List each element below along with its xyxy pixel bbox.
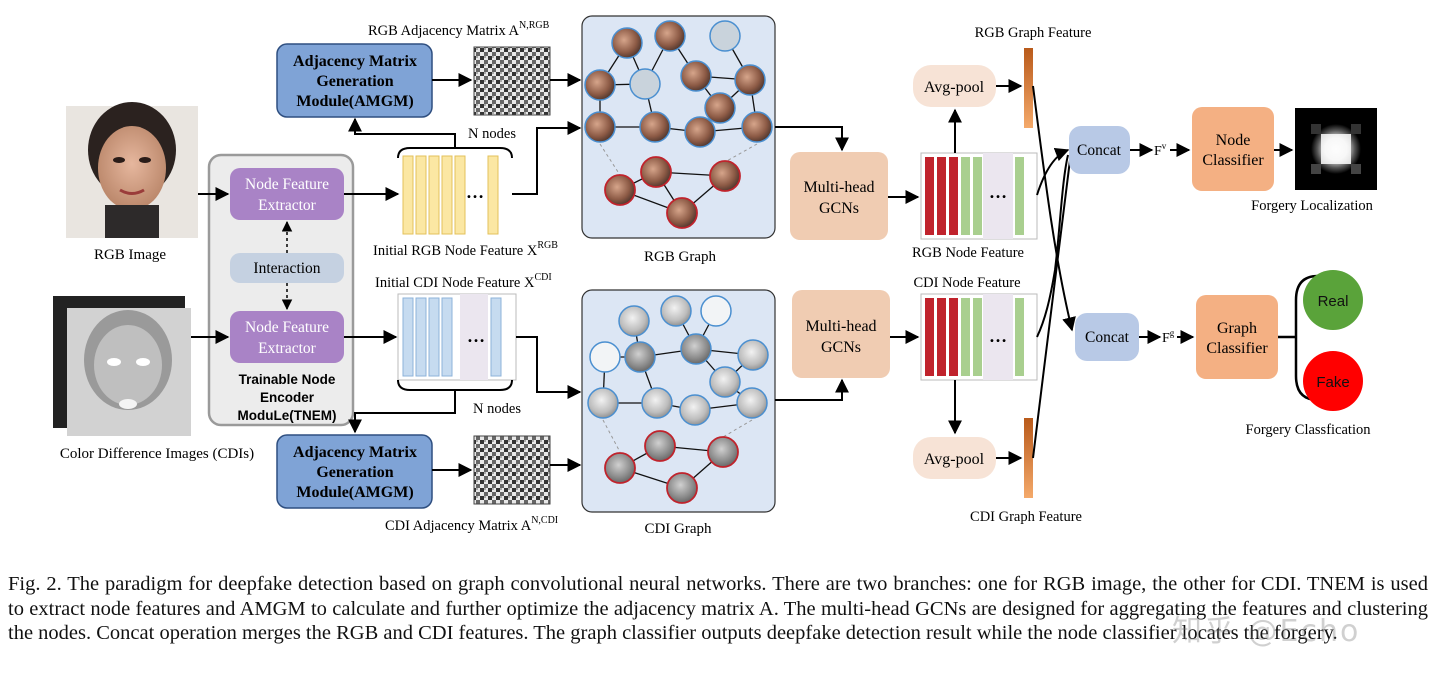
n-nodes-top-label: N nodes xyxy=(468,126,516,142)
node-classifier-line1: Node xyxy=(1216,132,1251,149)
fv-label: Fv xyxy=(1154,141,1167,159)
fg-label: Fg xyxy=(1162,328,1175,346)
cdi-feature-shade xyxy=(460,294,488,380)
cdi-graph-nodes xyxy=(587,295,769,426)
rgb-adjacency-matrix xyxy=(473,46,551,116)
rgb-extractor-line1: Node Feature xyxy=(245,176,329,193)
tnem-label-line2: Encoder xyxy=(260,390,315,405)
cdi-graph-forged-nodes xyxy=(604,430,739,504)
forgery-localization-map xyxy=(1295,108,1377,190)
cdi-adjacency-matrix xyxy=(473,435,551,505)
rgb-face-image xyxy=(66,102,198,238)
cdi-adjacency-label: CDI Adjacency Matrix AN,CDI xyxy=(385,515,558,534)
cdi-graph-feature-bar xyxy=(1024,418,1033,498)
fake-output xyxy=(1303,351,1363,411)
avgpool-bottom xyxy=(913,437,996,479)
cdi-gcn-feature-bars xyxy=(925,298,1024,376)
cdi-graph-label: CDI Graph xyxy=(644,521,712,537)
watermark: 知乎 @Echo xyxy=(1172,614,1361,649)
real-label: Real xyxy=(1318,293,1349,310)
amgm-cdi-line2: Generation xyxy=(316,464,393,481)
rgb-node-feature-bars xyxy=(402,155,499,235)
rgb-extractor-line2: Extractor xyxy=(258,197,317,214)
cdi-graph-feature-label: CDI Graph Feature xyxy=(970,509,1082,525)
concat-top xyxy=(1069,126,1130,174)
rgb-gcn-feature-shade xyxy=(983,153,1013,239)
rgb-graph-label: RGB Graph xyxy=(644,249,717,265)
cdi-n-nodes-brace xyxy=(397,379,513,391)
forgery-classification-label: Forgery Classfication xyxy=(1246,422,1372,438)
cdi-node-feature-bars xyxy=(402,297,502,377)
cdi-gcn-feature-shade xyxy=(983,294,1013,380)
cdi-initial-feature-label: Initial CDI Node Feature XCDI xyxy=(375,272,552,291)
cdi-node-feature-extractor xyxy=(230,311,344,363)
rgb-graph-feature-bar xyxy=(1024,48,1033,128)
rgb-graph-nodes xyxy=(584,20,773,148)
node-classifier-line2: Classifier xyxy=(1202,152,1264,169)
amgm-cdi-module xyxy=(276,434,433,509)
amgm-cdi-line1: Adjacency Matrix xyxy=(293,444,417,461)
interaction-label: Interaction xyxy=(253,260,320,277)
rgb-image-label: RGB Image xyxy=(94,247,166,263)
cdi-image-label: Color Difference Images (CDIs) xyxy=(60,446,254,462)
arrow-cdi-features-to-graph xyxy=(516,336,582,399)
tnem-label-line1: Trainable Node xyxy=(239,372,336,387)
concat-bottom xyxy=(1075,313,1139,361)
rgb-gcn-line1: Multi-head xyxy=(803,179,874,196)
concat-top-label: Concat xyxy=(1077,142,1122,159)
rgb-graph-dashed-links xyxy=(599,143,758,176)
rgb-gcn-feature-ellipsis: … xyxy=(989,182,1007,202)
cdi-feature-ellipsis: … xyxy=(467,326,485,346)
rgb-gcn-line2: GCNs xyxy=(819,200,859,217)
rgb-graph-feature-label: RGB Graph Feature xyxy=(975,25,1092,41)
avgpool-bottom-label: Avg-pool xyxy=(924,451,985,468)
arrow-features-to-amgm-bottom xyxy=(348,390,456,434)
arrow-rgb-features-to-graph xyxy=(512,121,582,195)
concat-routing-lines xyxy=(1032,85,1076,459)
rgb-node-feature-label: RGB Node Feature xyxy=(912,245,1024,261)
avgpool-top-label: Avg-pool xyxy=(924,79,985,96)
cdi-gcn-feature-ellipsis: … xyxy=(989,326,1007,346)
rgb-adjacency-label: RGB Adjacency Matrix AN,RGB xyxy=(368,20,550,39)
real-output xyxy=(1303,270,1363,330)
cdi-extractor-line1: Node Feature xyxy=(245,319,329,336)
cdi-node-feature-label: CDI Node Feature xyxy=(913,275,1020,291)
amgm-rgb-line1: Adjacency Matrix xyxy=(293,53,417,70)
fake-label: Fake xyxy=(1316,374,1349,391)
arrow-features-to-amgm-top xyxy=(348,117,456,148)
cdi-multihead-gcn xyxy=(792,290,890,378)
node-classifier xyxy=(1192,107,1274,191)
amgm-rgb-line2: Generation xyxy=(316,73,393,90)
rgb-multihead-gcn xyxy=(790,152,888,240)
figure-caption: Fig. 2. The paradigm for deepfake detect… xyxy=(8,573,1428,645)
interaction-box xyxy=(230,253,344,283)
tnem-label-line3: ModuLe(TNEM) xyxy=(238,408,337,423)
graph-classifier xyxy=(1196,295,1278,379)
graph-classifier-line2: Classifier xyxy=(1206,340,1268,357)
forgery-localization-label: Forgery Localization xyxy=(1251,198,1373,214)
n-nodes-bottom-label: N nodes xyxy=(473,401,521,417)
arrow-rgb-graph-to-gcn xyxy=(775,126,849,152)
arrow-cdi-graph-to-gcn xyxy=(775,378,849,401)
cdi-graph-dashed-links xyxy=(602,419,753,453)
cdi-face-image xyxy=(53,296,191,436)
rgb-gcn-feature-bars xyxy=(925,157,1024,235)
graph-classifier-line1: Graph xyxy=(1217,320,1257,337)
amgm-cdi-line3: Module(AMGM) xyxy=(296,484,413,501)
rgb-feature-ellipsis: … xyxy=(466,182,484,202)
rgb-graph-forged-nodes xyxy=(604,156,741,229)
method-diagram: RGB Image Color Difference Images (CDIs)… xyxy=(53,15,1377,537)
avgpool-top xyxy=(913,65,996,107)
cdi-gcn-line2: GCNs xyxy=(821,339,861,356)
rgb-node-feature-extractor xyxy=(230,168,344,220)
rgb-initial-feature-label: Initial RGB Node Feature XRGB xyxy=(373,240,558,259)
amgm-rgb-line3: Module(AMGM) xyxy=(296,93,413,110)
concat-bottom-label: Concat xyxy=(1085,329,1130,346)
cdi-gcn-line1: Multi-head xyxy=(805,318,876,335)
cdi-extractor-line2: Extractor xyxy=(258,340,317,357)
